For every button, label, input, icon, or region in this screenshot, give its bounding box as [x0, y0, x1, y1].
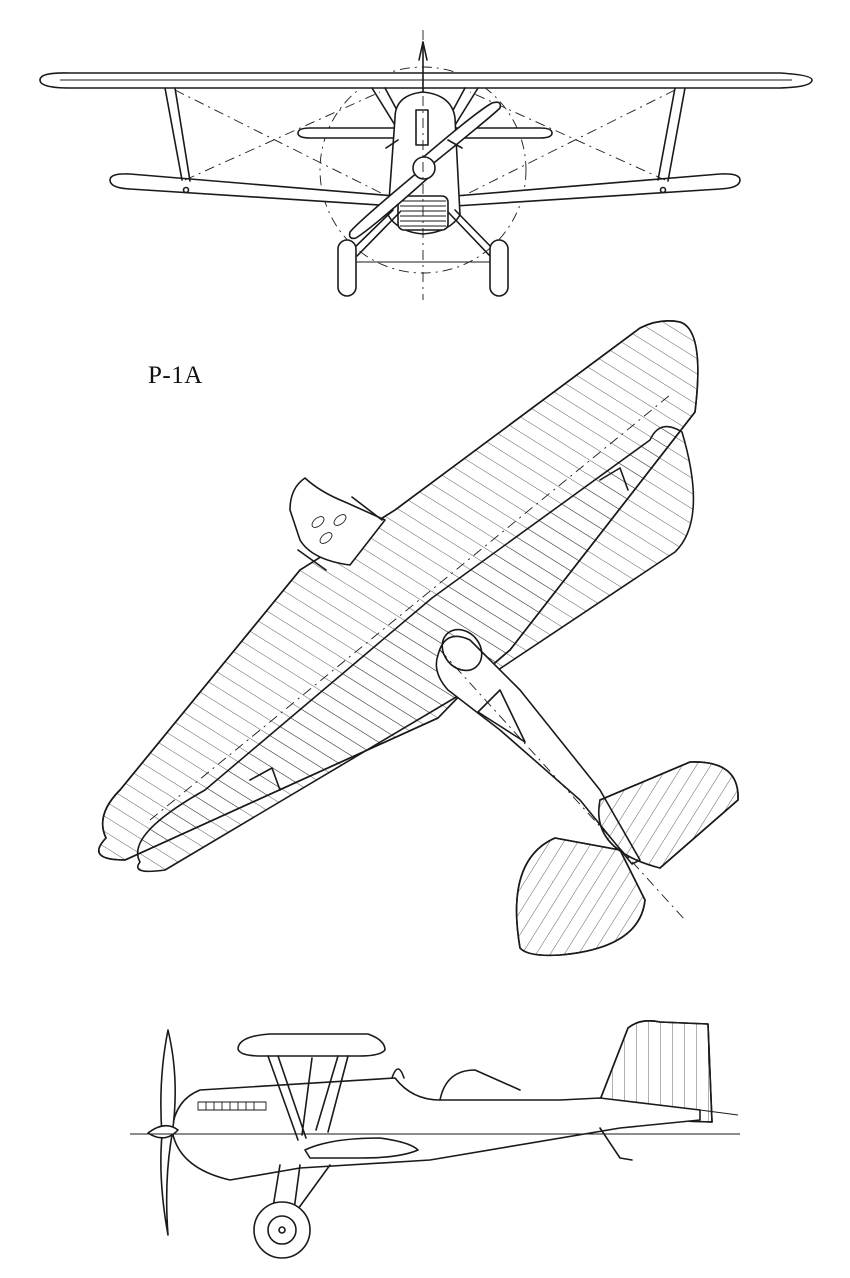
plan-nose [289, 477, 386, 566]
plan-view [98, 320, 739, 957]
front-left-wheel [337, 239, 357, 297]
propeller-hub [412, 156, 436, 180]
bracing-wires [174, 89, 676, 201]
front-right-wheel [489, 239, 509, 297]
side-lower-wing [304, 1137, 419, 1159]
model-label: P-1A [148, 362, 203, 389]
side-wheel [253, 1201, 311, 1259]
interplane-struts [164, 87, 686, 194]
side-upper-wing [237, 1033, 386, 1057]
plan-fuselage [435, 635, 641, 865]
side-view [130, 1020, 740, 1259]
exhaust-stacks [197, 1101, 267, 1111]
front-view [39, 30, 813, 300]
front-propeller [348, 171, 429, 240]
